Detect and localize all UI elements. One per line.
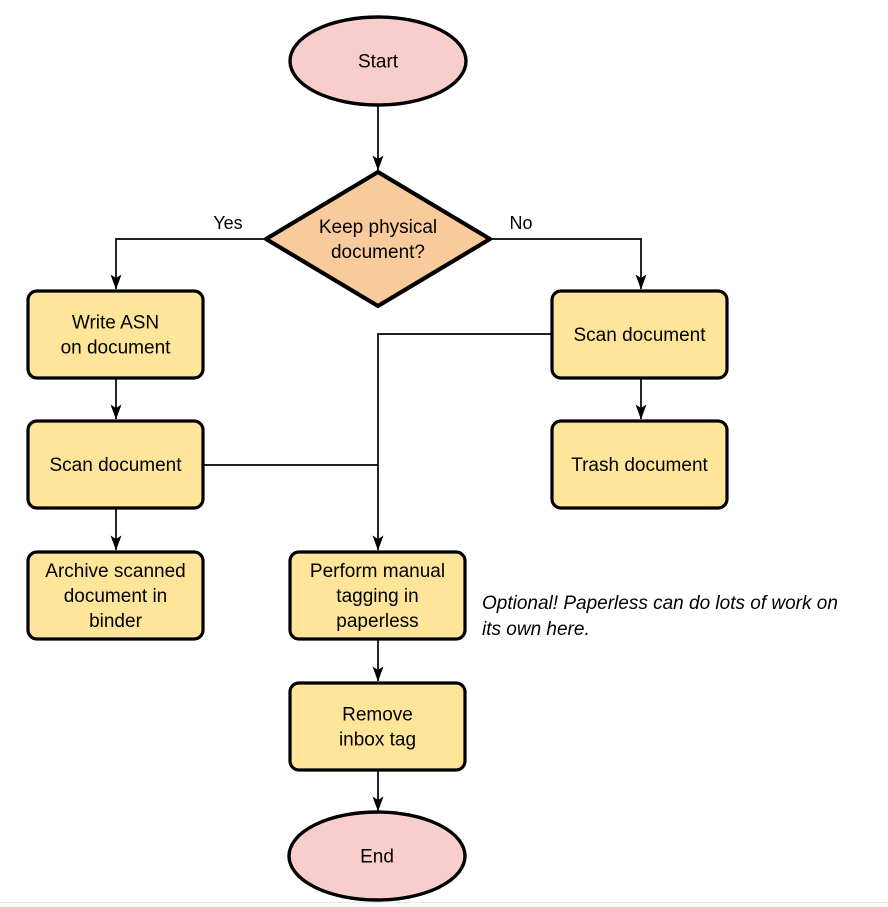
bottom-strip <box>0 903 888 907</box>
node-scan-document-left: Scan document <box>26 419 205 510</box>
edge-decision-yes-to-write-asn <box>110 238 266 290</box>
label-end: End <box>360 847 394 868</box>
shape-end <box>287 810 467 902</box>
shape-keep-physical-decision <box>263 169 493 309</box>
label-scan-document-right: Scan document <box>573 325 706 346</box>
optional-note-line-1: Optional! Paperless can do lots of work … <box>482 593 838 614</box>
label-trash-document: Trash document <box>571 455 708 476</box>
shape-manual-tagging <box>288 550 467 641</box>
node-trash-document: Trash document <box>550 419 729 510</box>
label-start: Start <box>358 52 399 73</box>
optional-note-line-2: its own here. <box>482 619 590 640</box>
shape-archive-in-binder <box>26 550 205 641</box>
edge-decision-no-to-scan-right <box>490 238 647 290</box>
shape-scan-document-right <box>550 289 729 380</box>
node-scan-document-right: Scan document <box>550 289 729 380</box>
edge-label-decision-yes-to-write-asn: Yes <box>213 213 242 233</box>
shape-start <box>288 15 468 107</box>
shape-scan-document-left <box>26 419 205 510</box>
node-end: End <box>287 810 467 902</box>
shape-trash-document <box>550 419 729 510</box>
shape-remove-inbox-tag <box>288 681 467 772</box>
edge-scan-right-to-tagging <box>372 333 552 551</box>
node-start: Start <box>288 15 468 107</box>
edge-label-decision-no-to-scan-right: No <box>509 213 532 233</box>
label-scan-document-left: Scan document <box>49 455 182 476</box>
optional-note: Optional! Paperless can do lots of work … <box>482 591 838 643</box>
bottom-divider <box>0 902 888 903</box>
shape-write-asn <box>26 289 205 380</box>
